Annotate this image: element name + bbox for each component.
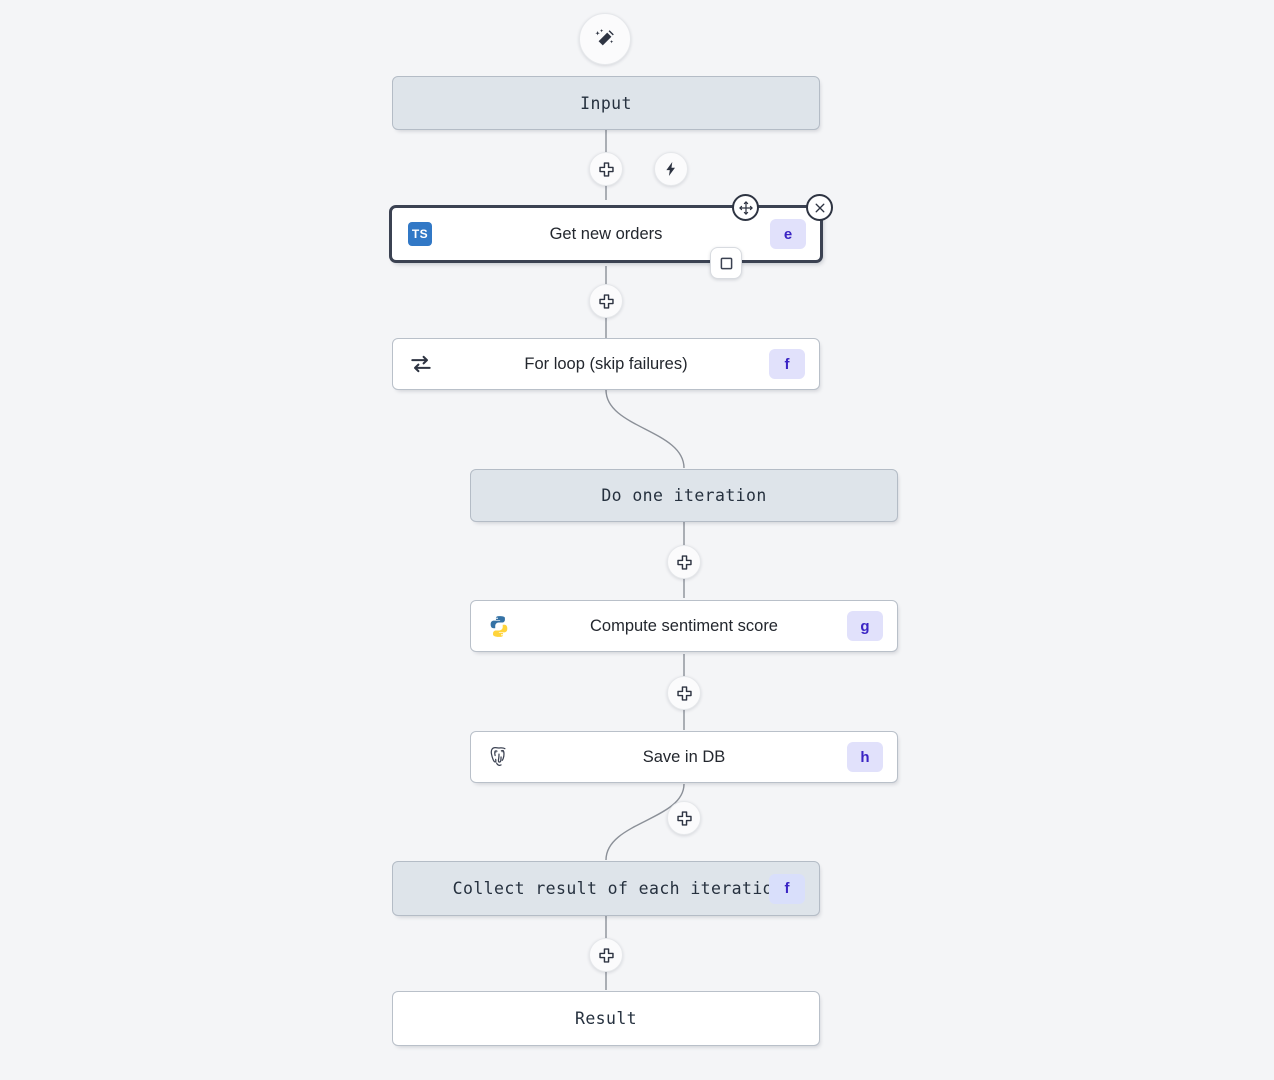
square-handle-icon[interactable] — [710, 247, 742, 279]
python-logo-icon — [490, 615, 507, 637]
plus-icon — [676, 554, 692, 570]
add-step-button-5[interactable] — [667, 801, 701, 835]
node-save-in-db[interactable]: Save in DB h — [470, 731, 898, 783]
move-handle-icon[interactable] — [732, 194, 759, 221]
stop-square-icon — [720, 257, 732, 269]
node-save-in-db-title: Save in DB — [642, 747, 726, 766]
ai-magic-wand-button[interactable] — [579, 13, 631, 65]
node-compute-sentiment-score-badge: g — [847, 611, 883, 641]
plus-icon — [676, 685, 692, 701]
plus-icon — [598, 293, 614, 309]
node-for-loop-badge: f — [769, 349, 805, 379]
node-for-loop-title: For loop (skip failures) — [524, 354, 688, 373]
node-input-title: Input — [580, 93, 632, 113]
add-step-button-3[interactable] — [667, 545, 701, 579]
node-compute-sentiment-score[interactable]: Compute sentiment score g — [470, 600, 898, 652]
loop-icon — [407, 350, 435, 378]
node-for-loop[interactable]: For loop (skip failures) f — [392, 338, 820, 390]
lightning-bolt-icon — [666, 161, 675, 177]
postgresql-icon — [485, 743, 513, 771]
close-icon[interactable] — [806, 194, 833, 221]
node-get-new-orders[interactable]: TS Get new orders e — [389, 205, 823, 263]
node-result-title: Result — [574, 1009, 637, 1028]
trigger-lightning-button[interactable] — [654, 152, 688, 186]
add-step-button-1[interactable] — [589, 152, 623, 186]
node-do-one-iteration[interactable]: Do one iteration — [470, 469, 898, 522]
node-do-one-iteration-title: Do one iteration — [601, 486, 767, 505]
node-get-new-orders-badge: e — [770, 219, 806, 249]
node-get-new-orders-title: Get new orders — [549, 224, 663, 243]
node-collect-result[interactable]: Collect result of each iteration f — [392, 861, 820, 916]
node-collect-result-badge: f — [769, 873, 805, 904]
move-arrows-icon — [738, 200, 753, 215]
postgresql-elephant-icon — [490, 747, 506, 766]
plus-icon — [676, 810, 692, 826]
plus-icon — [598, 947, 614, 963]
typescript-icon: TS — [406, 220, 434, 248]
plus-icon — [598, 161, 614, 177]
repeat-arrows-icon — [411, 355, 431, 373]
magic-wand-icon — [595, 29, 614, 46]
add-step-button-2[interactable] — [589, 284, 623, 318]
add-step-button-4[interactable] — [667, 676, 701, 710]
node-result[interactable]: Result — [392, 991, 820, 1046]
node-compute-sentiment-score-title: Compute sentiment score — [589, 616, 778, 635]
x-icon — [815, 203, 824, 212]
add-step-button-6[interactable] — [589, 938, 623, 972]
node-input[interactable]: Input — [392, 76, 820, 130]
node-save-in-db-badge: h — [847, 742, 883, 772]
node-collect-result-title: Collect result of each iteration — [452, 879, 784, 898]
python-icon — [485, 612, 513, 640]
